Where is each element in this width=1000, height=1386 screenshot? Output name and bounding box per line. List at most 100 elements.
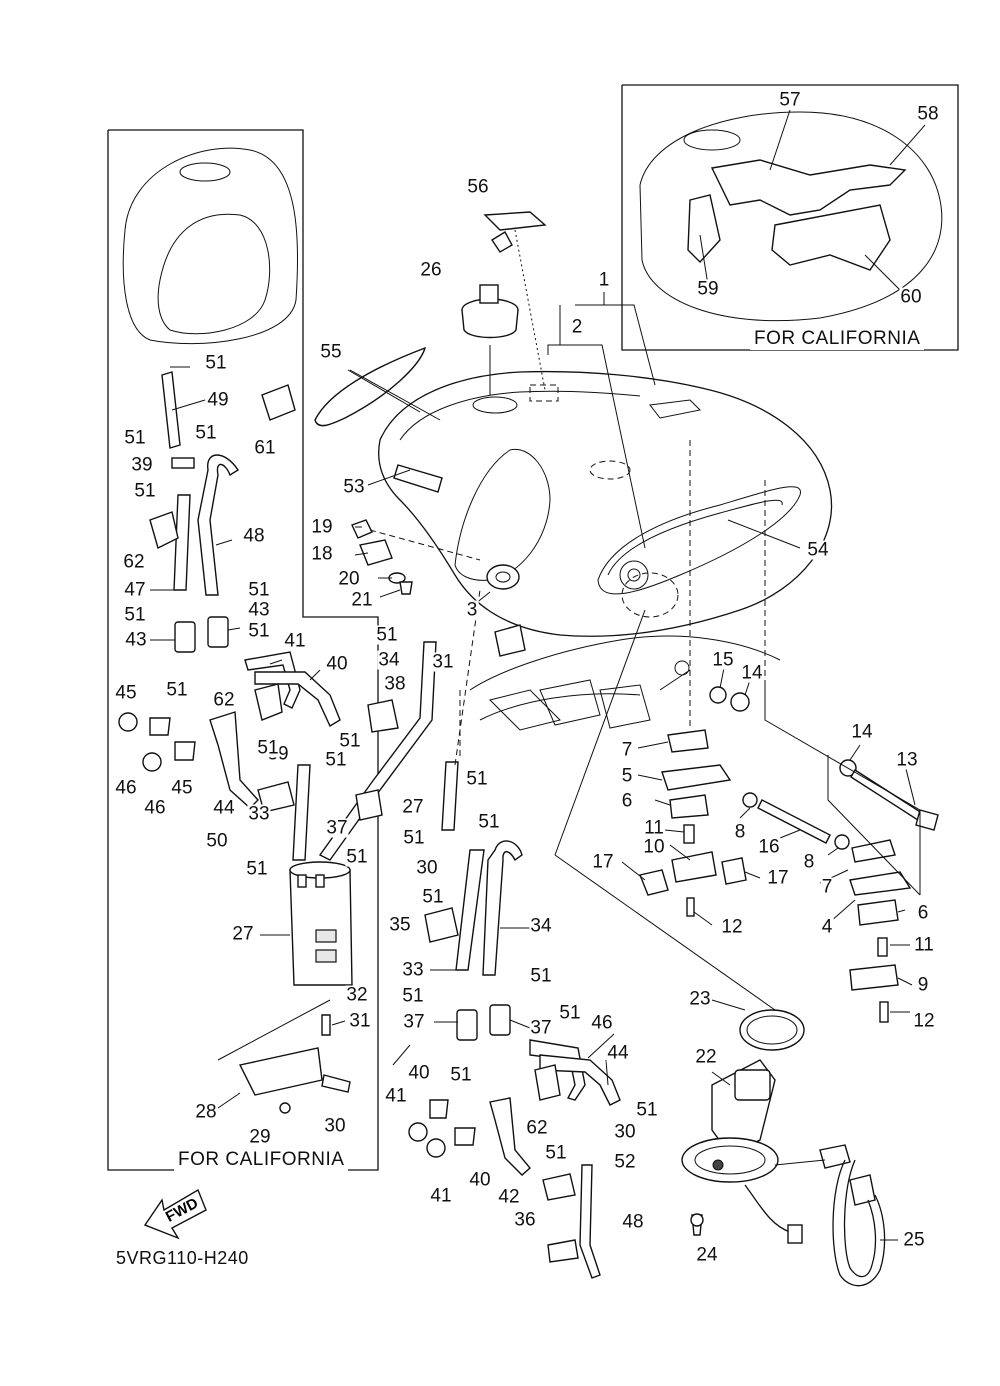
- callout-43b: 43: [124, 629, 148, 651]
- mount-parts-right: [639, 440, 939, 1023]
- callout-43: 43: [247, 599, 271, 621]
- callout-51: 51: [256, 737, 280, 759]
- callout-51: 51: [194, 422, 218, 444]
- callout-5: 5: [620, 765, 634, 787]
- callout-30c: 30: [613, 1121, 637, 1143]
- callout-8b: 8: [802, 851, 816, 873]
- callout-41b: 41: [384, 1085, 408, 1107]
- callout-44b: 44: [606, 1042, 630, 1064]
- callout-20: 20: [337, 568, 361, 590]
- callout-11b: 11: [913, 934, 935, 956]
- callout-51: 51: [375, 624, 399, 646]
- callout-4: 4: [820, 916, 834, 938]
- callout-34: 34: [377, 649, 401, 671]
- callout-55: 56: [466, 176, 490, 198]
- callout-44: 44: [212, 797, 236, 819]
- callout-6: 6: [620, 790, 634, 812]
- callout-32: 32: [345, 984, 369, 1006]
- callout-34b: 34: [529, 915, 553, 937]
- callout-37b: 37: [402, 1011, 426, 1033]
- callout-51: 51: [402, 827, 426, 849]
- callout-51: 51: [204, 352, 228, 374]
- callout-35: 35: [388, 914, 412, 936]
- callout-24: 24: [695, 1244, 719, 1266]
- callout-8: 8: [733, 821, 747, 843]
- fwd-arrow: FWD: [143, 1188, 207, 1240]
- side-cover-54: [314, 346, 441, 427]
- callout-51: 51: [133, 480, 157, 502]
- callout-51: 51: [558, 1002, 582, 1024]
- callout-16: 16: [757, 836, 781, 858]
- callout-51: 51: [345, 846, 369, 868]
- callout-18: 18: [310, 543, 334, 565]
- small-parts-18-21: [351, 519, 481, 595]
- label-55: [483, 211, 559, 402]
- callout-57: 58: [916, 103, 940, 125]
- callout-52: 53: [342, 476, 366, 498]
- callout-6b: 6: [916, 902, 930, 924]
- callout-59: 60: [899, 286, 923, 308]
- callout-13: 13: [895, 749, 919, 771]
- callout-51: 51: [465, 768, 489, 790]
- leader-lines: [150, 292, 916, 1241]
- california-inset-left-frame: [107, 129, 379, 1171]
- callout-2: 2: [570, 316, 584, 338]
- california-caption-top: FOR CALIFORNIA: [750, 328, 925, 350]
- callout-54: 55: [319, 341, 343, 363]
- callout-38: 38: [383, 673, 407, 695]
- callout-51: 51: [338, 730, 362, 752]
- callout-45b: 45: [170, 777, 194, 799]
- callout-45: 45: [114, 682, 138, 704]
- callout-41c: 41: [429, 1185, 453, 1207]
- callout-53: 54: [806, 539, 830, 561]
- callout-28: 28: [194, 1101, 218, 1123]
- callout-33b: 33: [401, 959, 425, 981]
- california-inset-top-frame: [621, 84, 959, 351]
- fuel-pump-assembly: [554, 609, 886, 1287]
- callout-17: 17: [591, 851, 615, 873]
- callout-49: 49: [206, 389, 230, 411]
- callout-29: 29: [248, 1126, 272, 1148]
- callout-40: 40: [325, 653, 349, 675]
- callout-37c: 37: [529, 1017, 553, 1039]
- callout-46: 46: [114, 777, 138, 799]
- fuel-cap-26: [461, 231, 519, 395]
- callout-51: 51: [401, 985, 425, 1007]
- callout-42: 42: [497, 1186, 521, 1208]
- callout-62b: 62: [212, 689, 236, 711]
- callout-39: 39: [130, 454, 154, 476]
- callout-3: 3: [465, 599, 479, 621]
- callout-51: 51: [123, 427, 147, 449]
- callout-36: 36: [513, 1209, 537, 1231]
- callout-21: 21: [350, 589, 374, 611]
- callout-33: 33: [247, 803, 271, 825]
- fuel-tank: [378, 370, 833, 637]
- callout-51: 51: [449, 1064, 473, 1086]
- callout-14: 14: [740, 662, 764, 684]
- grommet-3: [486, 564, 520, 590]
- callout-40b: 40: [407, 1062, 431, 1084]
- callout-51: 52: [613, 1151, 637, 1173]
- callout-12b: 12: [912, 1010, 936, 1032]
- clip-31-main: [494, 624, 526, 657]
- callout-25: 25: [902, 1229, 926, 1251]
- rod-52: [393, 464, 443, 493]
- callout-48: 48: [242, 525, 266, 547]
- callout-7b: 7: [820, 876, 834, 898]
- callout-9: 9: [916, 974, 930, 996]
- callout-19: 19: [310, 516, 334, 538]
- callout-58: 59: [696, 278, 720, 300]
- callout-50: 50: [205, 830, 229, 852]
- callout-51: 51: [245, 858, 269, 880]
- callout-51: 51: [477, 811, 501, 833]
- callout-51: 51: [165, 679, 189, 701]
- callout-26: 26: [419, 259, 443, 281]
- callout-48b: 48: [621, 1211, 645, 1233]
- callout-60: 61: [253, 437, 277, 459]
- left-inset-parts: [118, 147, 437, 1114]
- callout-46b: 46: [143, 797, 167, 819]
- callout-7: 7: [620, 739, 634, 761]
- callout-40c: 40: [468, 1169, 492, 1191]
